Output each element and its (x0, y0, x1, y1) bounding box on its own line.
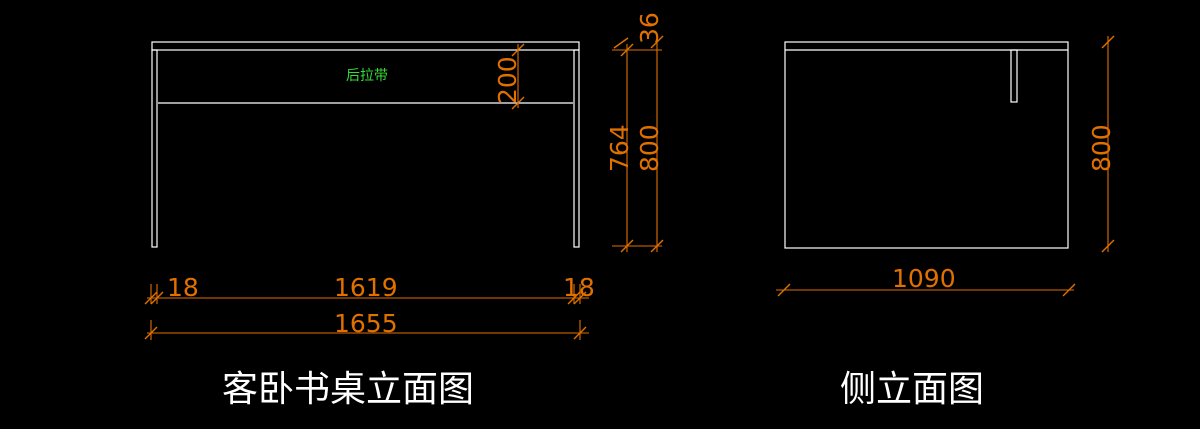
side-panel (784, 41, 1069, 249)
dim-tick (1062, 283, 1076, 297)
dim-right-leg: 18 (563, 273, 595, 302)
dim-tick (511, 96, 525, 110)
dim-overall-height: 800 (635, 124, 664, 172)
dim-tick (620, 43, 634, 57)
dim-tick (1101, 239, 1115, 253)
side-elevation: 1090 800 侧立面图 (776, 35, 1116, 410)
dim-tick (650, 35, 664, 49)
dim-overall-width: 1655 (334, 309, 398, 338)
dim-tick (777, 283, 791, 297)
dim-tick (1101, 35, 1115, 49)
dim-left-leg: 18 (167, 273, 199, 302)
dim-depth: 1090 (892, 264, 956, 293)
front-view-title: 客卧书桌立面图 (222, 369, 474, 410)
back-strap-note: 后拉带 (346, 68, 388, 84)
side-slot (1010, 49, 1018, 103)
dim-apron-height: 200 (493, 56, 522, 104)
front-elevation: 后拉带 18 1619 18 1655 200 (144, 12, 664, 410)
dim-top-thickness: 36 (635, 12, 664, 44)
dim-tick (620, 239, 634, 253)
desk-top (151, 41, 580, 51)
right-leg (573, 49, 580, 248)
dim-tick (511, 43, 525, 57)
dim-leg-height: 764 (605, 124, 634, 172)
left-leg (151, 49, 158, 248)
dim-tick (650, 239, 664, 253)
dim-tick (613, 37, 629, 49)
side-view-title: 侧立面图 (840, 369, 984, 410)
dim-side-height: 800 (1087, 124, 1116, 172)
dim-span: 1619 (334, 273, 398, 302)
